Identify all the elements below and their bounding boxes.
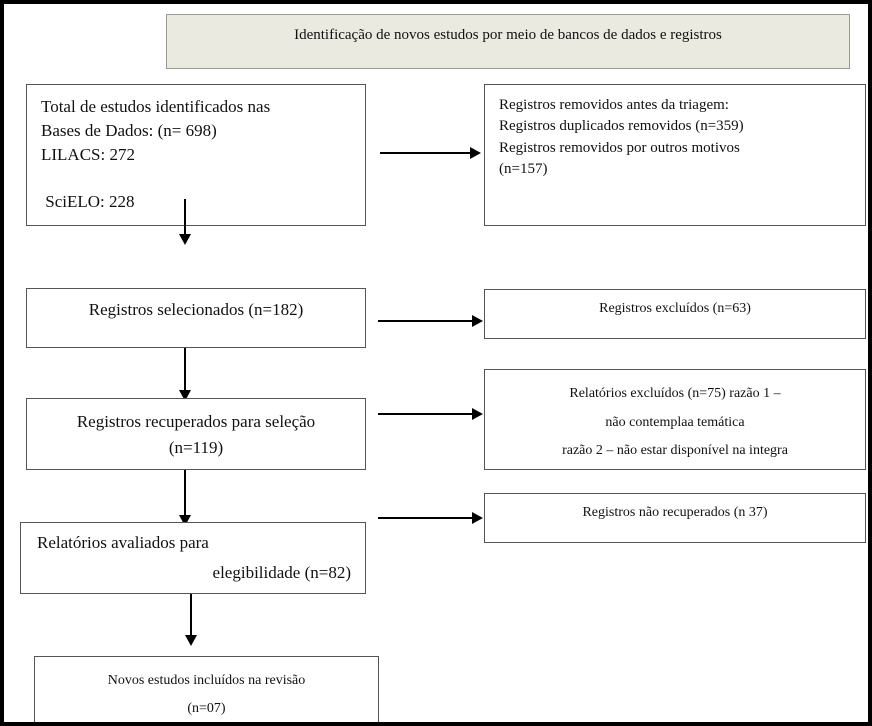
new-studies-included-line-2: (n=07) bbox=[187, 701, 226, 716]
new-studies-included-line-1: Novos estudos incluídos na revisão bbox=[107, 673, 306, 688]
total-identified-line-3: LILACS: 272 bbox=[41, 144, 135, 164]
total-identified-line-2: Bases de Dados: (n= 698) bbox=[41, 120, 217, 140]
reports-assessed-line-2: elegibilidade (n=82) bbox=[212, 563, 351, 583]
records-removed-line-2: Registros duplicados removidos (n=359) bbox=[499, 118, 744, 135]
reports-excluded-line-3: razão 2 – não estar disponível na integr… bbox=[562, 443, 788, 459]
reports-assessed-eligibility-box: Relatórios avaliados para elegibilidade … bbox=[20, 522, 366, 594]
records-screened-line-1: Registros selecionados (n=182) bbox=[88, 300, 304, 319]
header-banner-label: Identificação de novos estudos por meio … bbox=[294, 27, 722, 43]
records-sought-line-2: (n=119) bbox=[168, 438, 224, 458]
total-identified-line-5: SciELO: 228 bbox=[41, 192, 135, 212]
records-removed-line-4: (n=157) bbox=[499, 160, 548, 177]
records-not-retrieved-line-1: Registros não recuperados (n 37) bbox=[582, 505, 768, 520]
header-banner: Identificação de novos estudos por meio … bbox=[166, 14, 850, 69]
records-screened-box: Registros selecionados (n=182) bbox=[26, 288, 366, 348]
total-identified-line-4 bbox=[41, 166, 357, 190]
records-removed-line-3: Registros removidos por outros motivos bbox=[499, 139, 740, 156]
reports-excluded-line-2: não contemplaa temática bbox=[605, 414, 745, 430]
records-removed-box: Registros removidos antes da triagem: Re… bbox=[484, 84, 866, 226]
reports-excluded-box: Relatórios excluídos (n=75) razão 1 – nã… bbox=[484, 369, 866, 470]
new-studies-included-box: Novos estudos incluídos na revisão (n=07… bbox=[34, 656, 379, 722]
records-excluded-line-1: Registros excluídos (n=63) bbox=[599, 301, 751, 316]
total-identified-line-1: Total de estudos identificados nas bbox=[41, 97, 271, 116]
records-excluded-box: Registros excluídos (n=63) bbox=[484, 289, 866, 339]
reports-assessed-line-1: Relatórios avaliados para bbox=[37, 533, 209, 552]
records-not-retrieved-box: Registros não recuperados (n 37) bbox=[484, 493, 866, 543]
records-sought-line-1: Registros recuperados para seleção bbox=[76, 412, 316, 431]
records-sought-retrieval-box: Registros recuperados para seleção (n=11… bbox=[26, 398, 366, 470]
reports-excluded-line-1: Relatórios excluídos (n=75) razão 1 – bbox=[569, 386, 781, 401]
records-removed-line-1: Registros removidos antes da triagem: bbox=[499, 97, 729, 113]
total-identified-box: Total de estudos identificados nas Bases… bbox=[26, 84, 366, 226]
